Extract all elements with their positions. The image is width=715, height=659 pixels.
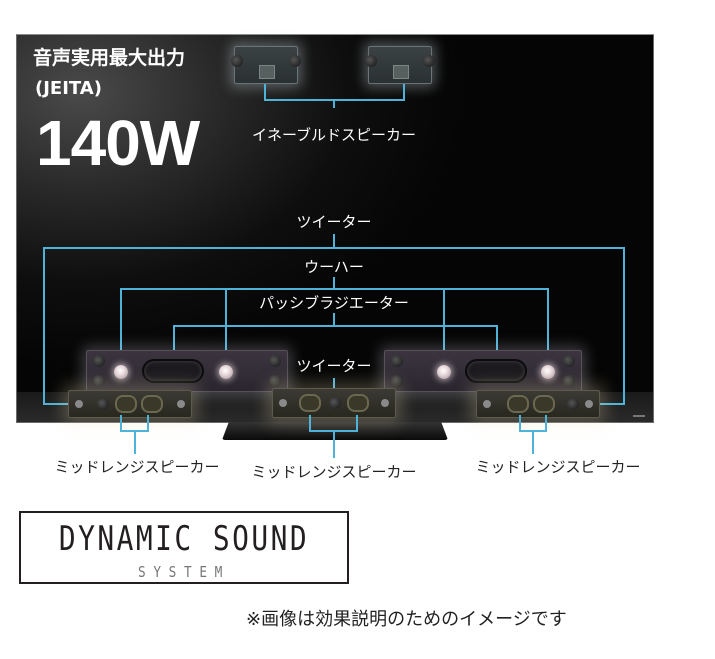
callout-line: [173, 325, 175, 361]
callout-line: [43, 247, 625, 249]
callout-line: [594, 403, 625, 405]
label-tweeter-center: ツイーター: [296, 357, 372, 375]
mount-knob: [365, 55, 377, 67]
callout-line: [43, 247, 45, 405]
label-passive-radiator: パッシブラジエーター: [259, 294, 409, 312]
midrange-driver: [299, 394, 321, 412]
mount-knob: [563, 375, 575, 387]
callout-line: [333, 234, 335, 248]
callout-line: [225, 288, 227, 370]
label-midrange-center: ミッドレンジスピーカー: [251, 463, 417, 481]
label-midrange-left: ミッドレンジスピーカー: [54, 458, 220, 476]
woofer-driver: [114, 365, 128, 379]
woofer-module-left: [86, 350, 288, 392]
midrange-module-right: [476, 390, 600, 418]
image-disclaimer: ※画像は効果説明のためのイメージです: [246, 609, 567, 630]
logo-main-text: DYNAMIC SOUND: [58, 519, 310, 559]
screw: [177, 400, 185, 408]
mount-knob: [231, 55, 243, 67]
screw: [483, 400, 491, 408]
output-value: 140W: [36, 107, 200, 179]
callout-line: [333, 313, 335, 326]
mount-knob: [391, 355, 403, 367]
callout-line: [333, 277, 335, 290]
midrange-driver: [347, 394, 369, 412]
label-midrange-right: ミッドレンジスピーカー: [475, 458, 641, 476]
callout-line: [496, 325, 498, 361]
callout-line: [264, 84, 266, 100]
callout-line: [623, 247, 625, 405]
callout-line: [545, 415, 547, 431]
midrange-driver: [115, 395, 137, 413]
callout-line: [443, 288, 445, 370]
callout-line: [120, 415, 122, 431]
woofer-driver: [437, 365, 451, 379]
tv-brand-mark: [633, 415, 645, 417]
screw: [279, 399, 287, 407]
mount-knob: [567, 398, 579, 410]
driver-chip: [393, 65, 409, 79]
callout-line: [333, 378, 335, 396]
mount-knob: [93, 355, 105, 367]
callout-line: [547, 288, 549, 370]
driver-chip: [259, 65, 275, 79]
mount-knob: [269, 355, 281, 367]
callout-line: [120, 288, 122, 370]
midrange-module-left: [68, 390, 192, 418]
mount-knob: [391, 375, 403, 387]
callout-line: [173, 325, 498, 327]
mount-knob: [93, 375, 105, 387]
output-standard: (JEITA): [35, 78, 102, 99]
mount-knob: [269, 375, 281, 387]
label-enabled-speaker: イネーブルドスピーカー: [251, 126, 417, 144]
callout-line: [356, 415, 358, 431]
midrange-driver: [141, 395, 163, 413]
screw: [75, 400, 83, 408]
callout-line: [333, 99, 335, 108]
callout-line: [403, 84, 405, 100]
output-title: 音声実用最大出力: [33, 47, 186, 69]
woofer-driver: [541, 365, 555, 379]
callout-line: [309, 415, 311, 431]
callout-line: [147, 415, 149, 431]
label-tweeter: ツイーター: [296, 213, 372, 231]
callout-line: [120, 288, 549, 290]
midrange-driver: [507, 395, 529, 413]
screw: [381, 399, 389, 407]
callout-line: [519, 415, 521, 431]
callout-line: [134, 430, 136, 454]
midrange-module-center: [272, 388, 396, 418]
screw: [585, 400, 593, 408]
callout-line: [333, 430, 335, 458]
mount-knob: [563, 355, 575, 367]
center-tweeter: [329, 397, 341, 409]
passive-radiator: [142, 359, 204, 383]
mount-knob: [423, 55, 435, 67]
woofer-driver: [219, 365, 233, 379]
callout-line: [532, 430, 534, 454]
enabled-speaker-right: [365, 46, 435, 84]
mount-knob: [289, 55, 301, 67]
label-woofer: ウーハー: [304, 258, 364, 276]
woofer-module-right: [384, 350, 582, 392]
logo-sub-text: SYSTEM: [138, 563, 230, 581]
passive-radiator: [465, 359, 527, 383]
dynamic-sound-system-logo: DYNAMIC SOUND SYSTEM: [19, 511, 349, 584]
enabled-speaker-left: [231, 46, 301, 84]
mount-knob: [97, 398, 109, 410]
midrange-driver: [533, 395, 555, 413]
